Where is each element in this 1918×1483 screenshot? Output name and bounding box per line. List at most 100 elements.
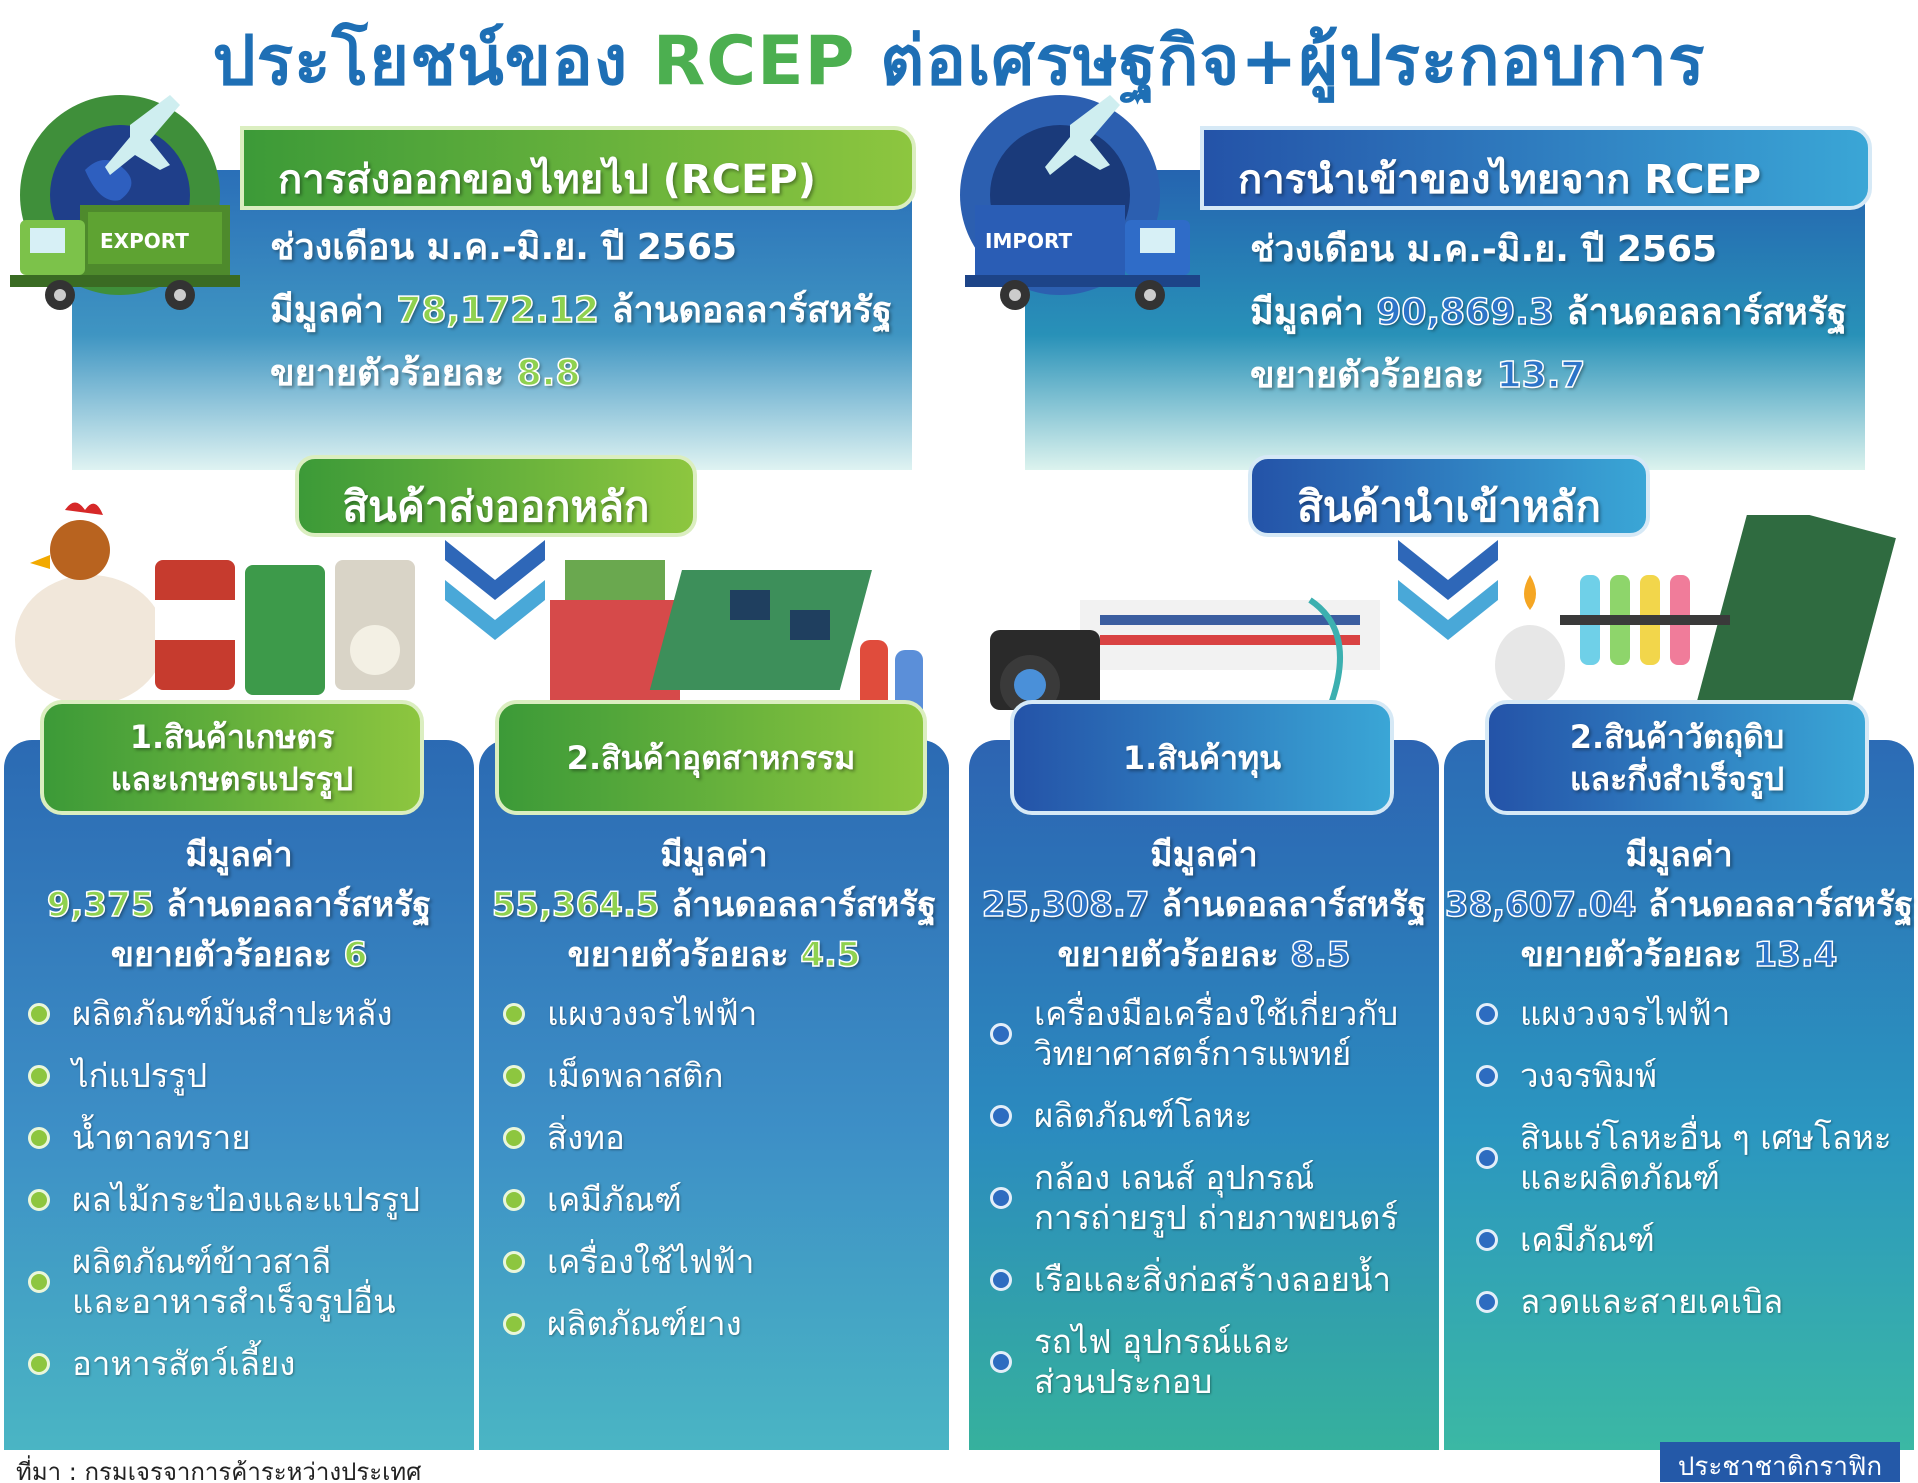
value-label: มีมูลค่า (185, 835, 293, 875)
import-truck-icon: IMPORT (950, 90, 1210, 330)
bullet-icon (28, 1003, 50, 1025)
column-industry-head: 2.สินค้าอุตสาหกรรม (495, 700, 927, 815)
column-industry-stats: มีมูลค่า 55,364.5 ล้านดอลลาร์สหรัฐ ขยายต… (479, 830, 949, 980)
item-text-line2: การถ่ายรูป ถ่ายภาพยนตร์ (1034, 1198, 1399, 1237)
item-text: ลวดและสายเคเบิล (1520, 1282, 1784, 1321)
growth-label: ขยายตัวร้อยละ (1057, 935, 1291, 975)
bullet-icon (990, 1023, 1012, 1045)
export-truck-icon: EXPORT (0, 90, 250, 330)
import-value-prefix: มีมูลค่า (1250, 292, 1377, 333)
bullet-icon (503, 1251, 525, 1273)
bullet-icon (503, 1003, 525, 1025)
value-unit: ล้านดอลลาร์สหรัฐ (1636, 885, 1914, 925)
import-chevron-down-icon (1398, 540, 1498, 640)
export-value-line: มีมูลค่า 78,172.12 ล้านดอลลาร์สหรัฐ (270, 279, 892, 342)
item-text: วงจรพิมพ์ (1520, 1056, 1657, 1095)
column-capital-stats: มีมูลค่า 25,308.7 ล้านดอลลาร์สหรัฐ ขยายต… (969, 830, 1439, 980)
growth: 8.5 (1290, 934, 1352, 976)
column-raw-materials-items: แผงวงจรไฟฟ้า วงจรพิมพ์ สินแร่โลหะอื่น ๆ … (1476, 994, 1892, 1322)
title-part1: ประโยชน์ของ (212, 22, 653, 101)
import-summary: ช่วงเดือน ม.ค.-มิ.ย. ปี 2565 มีมูลค่า 90… (1250, 218, 1847, 407)
list-item: น้ำตาลทราย (28, 1118, 420, 1158)
source-note: ที่มา : กรมเจรจาการค้าระหว่างประเทศ (16, 1458, 422, 1483)
item-text: อาหารสัตว์เลี้ยง (72, 1344, 296, 1383)
import-value: 90,869.3 (1376, 291, 1555, 334)
list-item: เคมีภัณฑ์ (1476, 1220, 1892, 1260)
column-raw-materials-head: 2.สินค้าวัตถุดิบและกึ่งสำเร็จรูป (1485, 700, 1869, 815)
bullet-icon (1476, 1065, 1498, 1087)
head-line1: 1.สินค้าเกษตร (129, 717, 335, 756)
column-capital-items: เครื่องมือเครื่องใช้เกี่ยวกับวิทยาศาสตร์… (990, 994, 1398, 1402)
column-capital (969, 740, 1439, 1450)
item-text: ผลิตภัณฑ์มันสำปะหลัง (72, 994, 393, 1033)
bullet-icon (1476, 1003, 1498, 1025)
value-label: มีมูลค่า (660, 835, 768, 875)
import-icon-label: IMPORT (985, 229, 1073, 253)
import-period: ช่วงเดือน ม.ค.-มิ.ย. ปี 2565 (1250, 229, 1718, 270)
agriculture-illustration (15, 502, 415, 705)
growth: 4.5 (800, 934, 862, 976)
export-growth-prefix: ขยายตัวร้อยละ (270, 353, 517, 394)
item-text: ผลิตภัณฑ์ข้าวสาลี (72, 1242, 332, 1281)
list-item: ไก่แปรรูป (28, 1056, 420, 1096)
item-text: ไก่แปรรูป (72, 1056, 208, 1095)
bullet-icon (503, 1189, 525, 1211)
item-text: ผลิตภัณฑ์ยาง (547, 1304, 742, 1343)
export-growth: 8.8 (516, 352, 581, 395)
list-item: สินแร่โลหะอื่น ๆ เศษโลหะและผลิตภัณฑ์ (1476, 1118, 1892, 1198)
head-line2: และเกษตรแปรรูป (110, 759, 354, 798)
bullet-icon (1476, 1147, 1498, 1169)
item-text: เม็ดพลาสติก (547, 1056, 724, 1095)
value-label: มีมูลค่า (1150, 835, 1258, 875)
value-unit: ล้านดอลลาร์สหรัฐ (1149, 885, 1427, 925)
industry-illustration (550, 560, 923, 720)
bullet-icon (990, 1351, 1012, 1373)
column-agriculture-head: 1.สินค้าเกษตรและเกษตรแปรรูป (40, 700, 424, 815)
export-summary: ช่วงเดือน ม.ค.-มิ.ย. ปี 2565 มีมูลค่า 78… (270, 216, 892, 405)
item-text: เครื่องมือเครื่องใช้เกี่ยวกับ (1034, 994, 1399, 1033)
value: 55,364.5 (491, 884, 660, 926)
item-text: แผงวงจรไฟฟ้า (547, 994, 758, 1033)
value-unit: ล้านดอลลาร์สหรัฐ (154, 885, 432, 925)
head-line1: 2.สินค้าอุตสาหกรรม (566, 738, 856, 777)
item-text: เคมีภัณฑ์ (547, 1180, 682, 1219)
export-icon-label: EXPORT (100, 229, 189, 253)
list-item: ลวดและสายเคเบิล (1476, 1282, 1892, 1322)
title-accent: RCEP (652, 22, 856, 101)
column-industry-items: แผงวงจรไฟฟ้า เม็ดพลาสติก สิ่งทอ เคมีภัณฑ… (503, 994, 757, 1344)
import-growth-line: ขยายตัวร้อยละ 13.7 (1250, 344, 1847, 407)
column-agriculture (4, 740, 474, 1450)
bullet-icon (990, 1105, 1012, 1127)
raw-materials-illustration (1495, 515, 1896, 745)
import-growth: 13.7 (1496, 354, 1586, 397)
brand-logo: ประชาชาติกราฟิก (1660, 1442, 1900, 1482)
item-text: สิ่งทอ (547, 1118, 625, 1157)
export-growth-line: ขยายตัวร้อยละ 8.8 (270, 342, 892, 405)
item-text: กล้อง เลนส์ อุปกรณ์ (1034, 1158, 1315, 1197)
bullet-icon (503, 1065, 525, 1087)
growth: 6 (343, 934, 368, 976)
list-item: ผลไม้กระป๋องและแปรรูป (28, 1180, 420, 1220)
import-value-line: มีมูลค่า 90,869.3 ล้านดอลลาร์สหรัฐ (1250, 281, 1847, 344)
bullet-icon (990, 1187, 1012, 1209)
bullet-icon (28, 1127, 50, 1149)
growth-label: ขยายตัวร้อยละ (1520, 935, 1754, 975)
export-period: ช่วงเดือน ม.ค.-มิ.ย. ปี 2565 (270, 227, 738, 268)
list-item: เม็ดพลาสติก (503, 1056, 757, 1096)
bullet-icon (503, 1127, 525, 1149)
list-item: วงจรพิมพ์ (1476, 1056, 1892, 1096)
growth-label: ขยายตัวร้อยละ (110, 935, 344, 975)
head-line1: 2.สินค้าวัตถุดิบ (1569, 717, 1785, 756)
value: 38,607.04 (1444, 884, 1637, 926)
value: 9,375 (46, 884, 155, 926)
list-item: ผลิตภัณฑ์ข้าวสาลีและอาหารสำเร็จรูปอื่น (28, 1242, 420, 1322)
list-item: แผงวงจรไฟฟ้า (503, 994, 757, 1034)
column-industry (479, 740, 949, 1450)
item-text: แผงวงจรไฟฟ้า (1520, 994, 1731, 1033)
import-growth-prefix: ขยายตัวร้อยละ (1250, 355, 1497, 396)
value-unit: ล้านดอลลาร์สหรัฐ (659, 885, 937, 925)
column-raw-materials-stats: มีมูลค่า 38,607.04 ล้านดอลลาร์สหรัฐ ขยาย… (1444, 830, 1914, 980)
bullet-icon (28, 1065, 50, 1087)
list-item: ผลิตภัณฑ์มันสำปะหลัง (28, 994, 420, 1034)
bullet-icon (28, 1189, 50, 1211)
